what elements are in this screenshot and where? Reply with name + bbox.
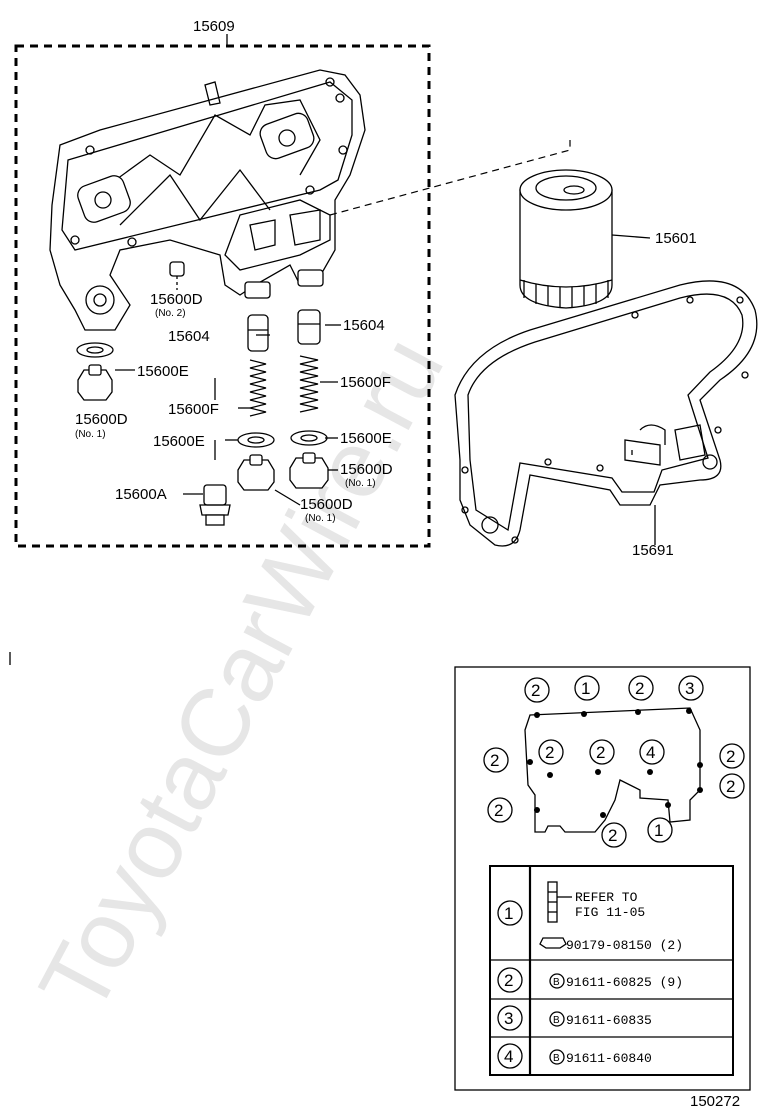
label-15604-left: 15604 <box>168 328 210 345</box>
label-15609: 15609 <box>193 18 235 35</box>
group-box-15609 <box>14 34 431 548</box>
callouts: 2 1 2 3 2 2 4 2 2 2 2 2 1 <box>483 675 745 848</box>
spring-15600f-right <box>299 355 319 413</box>
label-no1-right: (No. 1) <box>345 478 376 489</box>
oil-filter-15601 <box>519 169 613 309</box>
plug-15600d-mid <box>237 454 275 491</box>
legend-row-4: 4 B 91611-60840 <box>497 1043 652 1069</box>
callout: 2 <box>545 743 554 762</box>
legend-row-2: 2 B 91611-60825 (9) <box>497 967 683 993</box>
oil-filter-bracket <box>49 69 366 331</box>
label-15600d-no1-right: 15600D <box>340 461 393 478</box>
legend-key-3: 3 <box>504 1009 513 1028</box>
sensor-15600a <box>199 484 231 526</box>
legend-part-1: 90179-08150 (2) <box>566 938 683 953</box>
gasket-15691 <box>454 280 758 547</box>
valve-15604-left <box>247 314 269 352</box>
callout: 2 <box>635 679 644 698</box>
bolt-b-icon: B <box>553 977 560 988</box>
legend-row-1: 1 REFER TO FIG 11-05 90179-08150 (2) <box>497 881 683 953</box>
label-15600d-no1-bottom: 15600D <box>300 496 353 513</box>
callout: 2 <box>531 681 540 700</box>
label-15600a: 15600A <box>115 486 167 503</box>
label-no2: (No. 2) <box>155 308 186 319</box>
label-15600e-right: 15600E <box>340 430 392 447</box>
legend-row-3: 3 B 91611-60835 <box>497 1005 652 1031</box>
label-15600d-no2: 15600D <box>150 291 203 308</box>
legend-refer-line1: REFER TO <box>575 890 638 905</box>
callout: 2 <box>490 751 499 770</box>
legend-part-4: 91611-60840 <box>566 1051 652 1066</box>
callout: 3 <box>685 679 694 698</box>
callout: 2 <box>726 747 735 766</box>
valve-15604-right <box>297 309 321 345</box>
plug-15600d-left <box>77 364 113 401</box>
legend-key-2: 2 <box>504 971 513 990</box>
label-15600d-no1-left: 15600D <box>75 411 128 428</box>
plug-15600d-right <box>289 452 329 489</box>
legend-part-3: 91611-60835 <box>566 1013 652 1028</box>
callout: 1 <box>654 821 663 840</box>
callout: 2 <box>494 801 503 820</box>
label-15601: 15601 <box>655 230 697 247</box>
gasket-15600e-left <box>76 342 114 358</box>
label-15600e-top: 15600E <box>137 363 189 380</box>
label-15600f-right: 15600F <box>340 374 391 391</box>
callout: 2 <box>596 743 605 762</box>
bolt-b-icon: B <box>553 1015 560 1026</box>
label-15600f-left: 15600F <box>168 401 219 418</box>
stud-icon <box>547 881 558 923</box>
bolt-map-panel <box>454 666 751 1091</box>
callout: 4 <box>646 743 655 762</box>
legend-table <box>489 865 734 1076</box>
label-no1-left: (No. 1) <box>75 429 106 440</box>
leader-lines <box>183 324 341 506</box>
spring-15600f-left <box>249 359 267 417</box>
diagram-number: 150272 <box>690 1093 740 1110</box>
legend-key-4: 4 <box>504 1047 513 1066</box>
callout: 2 <box>608 826 617 845</box>
label-15604-right: 15604 <box>343 317 385 334</box>
gasket-15600e-mid <box>237 432 275 448</box>
nut-icon <box>539 937 567 949</box>
callout: 2 <box>726 777 735 796</box>
gasket-15600e-right <box>290 430 328 446</box>
label-no1-bottom: (No. 1) <box>305 513 336 524</box>
legend-key-1: 1 <box>504 904 513 923</box>
callout: 1 <box>581 679 590 698</box>
label-15600e-mid: 15600E <box>153 433 205 450</box>
bolt-b-icon: B <box>553 1053 560 1064</box>
legend-part-2: 91611-60825 (9) <box>566 975 683 990</box>
legend-refer-line2: FIG 11-05 <box>575 905 645 920</box>
label-15691: 15691 <box>632 542 674 559</box>
